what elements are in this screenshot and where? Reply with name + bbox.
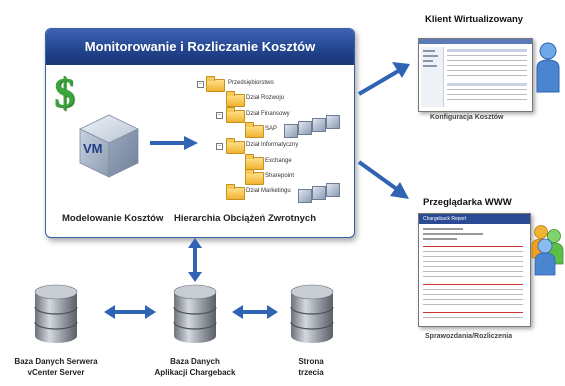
user-icon: [536, 42, 560, 93]
tree-item-przedsiebiorstwo[interactable]: Przedsiębiorstwo: [228, 80, 274, 86]
tree-item-dzial-informatyczny[interactable]: Dział Informatyczny: [246, 142, 299, 148]
vm-icon: [312, 118, 326, 132]
chargeback-database-icon: [173, 284, 217, 343]
panel-title: Monitorowanie i Rozliczanie Kosztów: [46, 29, 354, 65]
tree-item-sap[interactable]: SAP: [265, 126, 278, 132]
folder-icon: [245, 169, 264, 185]
chargeback-report-screenshot: Chargeback Report: [418, 213, 531, 327]
collapse-toggle-icon[interactable]: −: [197, 81, 204, 88]
folder-icon: [245, 154, 264, 170]
tree-item-exchange[interactable]: Exchange: [265, 158, 292, 164]
virtual-client-title: Klient Wirtualizowany: [425, 14, 524, 25]
arrow-vertical-bidirectional: [188, 238, 202, 282]
vm-cube-icon: [79, 114, 139, 178]
folder-icon: [226, 107, 245, 123]
tree-item-dzial-marketingu[interactable]: Dział Marketingu: [246, 188, 291, 194]
vcenter-database-icon: [34, 284, 78, 343]
collapse-toggle-icon[interactable]: −: [216, 112, 223, 119]
folder-icon: [226, 91, 245, 107]
folder-icon: [226, 184, 245, 200]
arrow-to-web-browser: [357, 160, 409, 199]
cost-modeling-caption: Modelowanie Kosztów: [62, 213, 164, 224]
vm-icon: [284, 124, 298, 138]
reports-caption: Sprawozdania/Rozliczenia: [425, 333, 513, 340]
tree-item-sharepoint[interactable]: Sharepoint: [265, 173, 295, 179]
vm-icon: [298, 121, 312, 135]
tree-item-dzial-rozwoju[interactable]: Dział Rozwoju: [246, 95, 285, 101]
tree-item-dzial-finansowy[interactable]: Dział Finansowy: [246, 111, 290, 117]
vm-icon: [312, 186, 326, 200]
vm-icon: [298, 189, 312, 203]
arrow-horizontal-bidirectional: [104, 305, 156, 319]
vm-icon: [326, 115, 340, 129]
chargeback-hierarchy-tree: − Przedsiębiorstwo Dział Rozwoju − Dział…: [46, 29, 354, 237]
cost-monitoring-panel: Monitorowanie i Rozliczanie Kosztów $ VM…: [45, 28, 355, 238]
folder-icon: [245, 122, 264, 138]
third-party-database-icon: [290, 284, 334, 343]
folder-icon: [226, 138, 245, 154]
dollar-icon: $: [54, 71, 75, 117]
cost-config-caption: Konfiguracja Kosztów: [430, 114, 504, 121]
web-browser-title: Przeglądarka WWW: [423, 197, 512, 208]
vm-icon: [326, 183, 340, 197]
vm-label: VM: [83, 141, 103, 156]
arrow-right-icon: [150, 136, 198, 150]
collapse-toggle-icon[interactable]: −: [216, 143, 223, 150]
arrow-to-virtual-client: [357, 62, 410, 96]
user-group-icon: [531, 225, 564, 276]
arrow-horizontal-bidirectional: [232, 305, 278, 319]
report-header: Chargeback Report: [419, 214, 530, 224]
chargeback-hierarchy-caption: Hierarchia Obciążeń Zwrotnych: [174, 213, 317, 224]
folder-icon: [206, 76, 225, 92]
cost-config-screenshot: [418, 38, 533, 112]
